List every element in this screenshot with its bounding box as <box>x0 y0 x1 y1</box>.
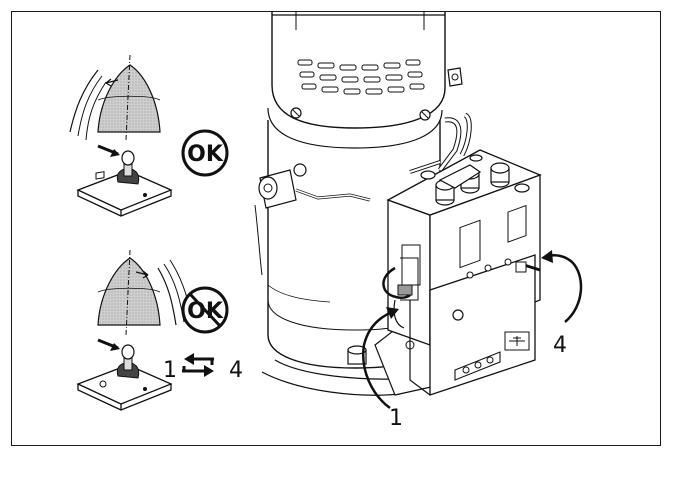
rotation-wrong-icon <box>97 249 193 336</box>
rotation-ok-icon <box>69 54 161 141</box>
joystick-icon <box>76 144 173 217</box>
swap-arrows-icon <box>182 353 214 377</box>
swap-indicator: 1 4 <box>163 353 243 383</box>
joystick-icon-2 <box>76 338 173 411</box>
solenoid-relay-icon <box>374 149 542 396</box>
callout-label-4: 4 <box>553 333 567 358</box>
ok-badge: OK <box>181 129 229 177</box>
callout-arrow-1 <box>361 307 399 410</box>
swap-left-label: 1 <box>163 358 177 383</box>
callout-arrow-4 <box>541 250 583 323</box>
not-ok-badge: OK <box>181 286 229 334</box>
swap-right-label: 4 <box>229 358 243 383</box>
callout-label-1: 1 <box>389 406 403 431</box>
ok-badge-label: OK <box>187 142 224 167</box>
